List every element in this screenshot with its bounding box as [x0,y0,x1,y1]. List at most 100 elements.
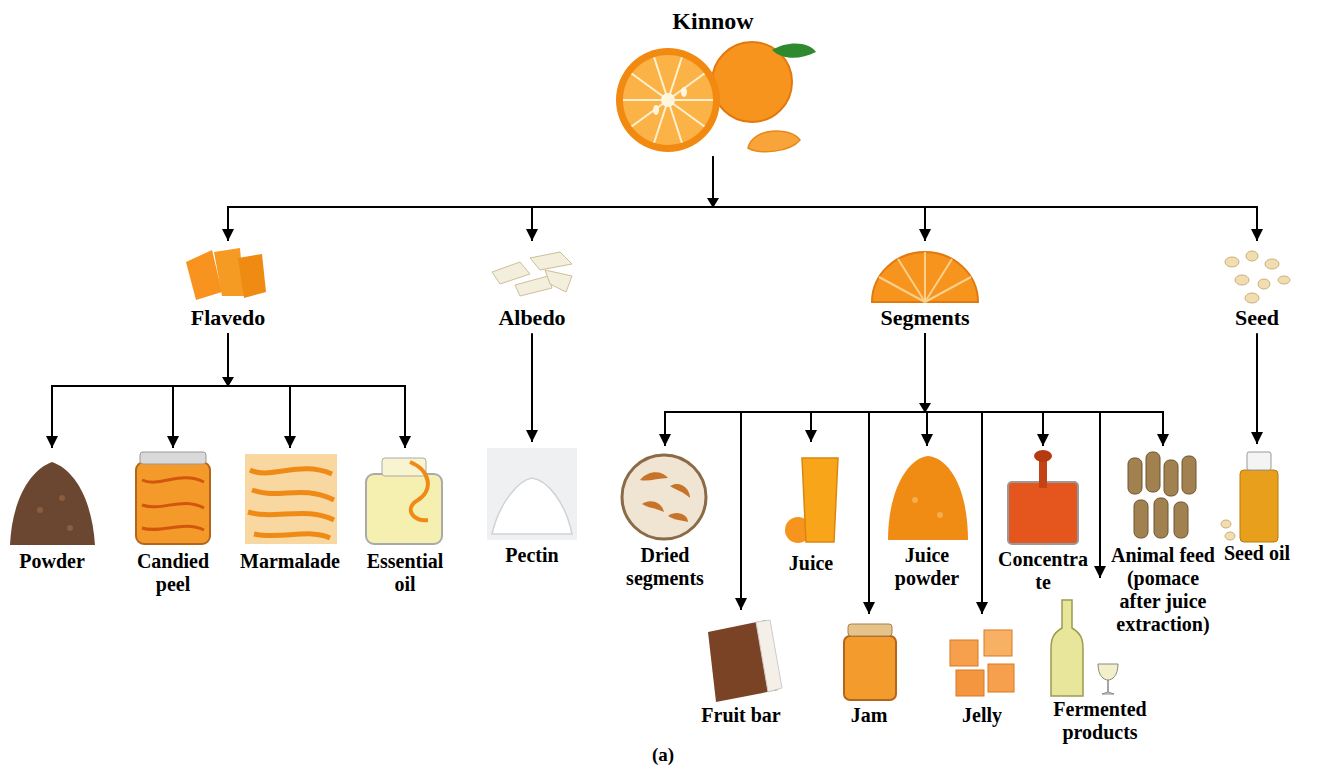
segments-illustration-part-part [924,252,926,302]
arrow-connector [713,157,925,241]
flavedo-illustration-part [238,254,266,298]
product-node: Dried segments [617,448,713,590]
albedo-illustration [492,252,572,296]
node-label: Jam [834,704,904,727]
arrow-connector [52,333,228,448]
seed-oil-illustration [1221,452,1278,542]
kinnow-illustration-part [623,57,713,143]
product-node: Juice powder [885,448,969,590]
trunk-arrowheads [222,198,931,413]
fruit-node: Kinnow [603,8,823,154]
juice-powder-illustration-part [888,456,968,540]
node-label: Dried segments [617,544,713,590]
powder-illustration-part [10,462,95,545]
node-label: Pectin [482,544,582,567]
candied-peel-illustration-part [140,452,206,464]
node-label: Jelly [947,704,1017,727]
product-node: Essential oil [357,450,453,596]
arrow-connector [228,333,290,448]
candied-peel-illustration [136,452,210,544]
product-node: Powder [7,450,97,573]
arrow-connector [532,157,713,241]
jelly-illustration-part [950,640,978,666]
node-label: Candied peel [132,550,214,596]
jelly-illustration-part [956,670,984,696]
animal-feed-illustration-part [1182,456,1196,494]
powder-illustration [10,462,95,545]
albedo-illustration-part [492,262,530,284]
kinnow-illustration-part [681,87,687,97]
essential-oil-illustration-part [410,462,428,520]
seed-illustration-part [1225,257,1239,267]
seed-oil-illustration-part [1247,452,1271,470]
connectors [52,157,1257,614]
flavedo-illustration [186,248,266,300]
fermented-products-illustration-part [1051,600,1083,696]
segments-illustration-part-part [898,259,925,302]
arrow-connector [925,333,1163,446]
seed-illustration [1225,251,1290,303]
animal-feed-illustration-part [1146,452,1160,492]
dried-segments-illustration-part [622,455,706,539]
concentrate-illustration-part [1039,458,1047,488]
arrow-connector [228,157,713,241]
seed-illustration-part [1246,251,1258,261]
essential-oil-illustration [366,458,442,544]
arrow-connector [925,333,1043,446]
seed-illustration-part [1245,293,1259,303]
concentrate-illustration-part [1034,450,1052,462]
product-node: Juice [781,444,841,575]
arrow-connector [228,333,405,448]
kinnow-illustration [616,42,816,152]
concentrate-illustration-part [1008,482,1078,544]
node-label: Marmalade [233,550,348,573]
node-label: Fruit bar [696,704,786,727]
seed-oil-illustration-part [1240,470,1278,542]
fruit-part-node: Flavedo [168,243,288,330]
kinnow-illustration-part [623,55,713,145]
fruit-part-node: Segments [860,243,990,330]
node-label: Animal feed (pomace after juice extracti… [1108,544,1218,636]
dried-segments-illustration-part-part [670,484,690,498]
node-label: Essential oil [357,550,453,596]
jam-illustration [844,624,896,700]
pectin-illustration-part [487,448,577,540]
seed-oil-illustration-part [1225,532,1235,540]
node-label: Flavedo [168,305,288,330]
product-node: Candied peel [132,450,214,596]
segments-illustration-part-part [925,277,971,302]
seed-illustration-part [1235,275,1249,285]
seed-illustration-part [1258,279,1270,289]
segments-illustration-part [872,252,978,302]
node-label: Segments [860,305,990,330]
seed-illustration-part [1278,276,1290,284]
arrow-connector [713,157,1257,241]
node-label: Juice powder [885,544,969,590]
animal-feed-illustration [1128,452,1196,538]
jelly-illustration-part [988,664,1014,692]
animal-feed-illustration-part [1164,460,1178,496]
fermented-products-illustration [1051,600,1118,696]
segments-illustration-part [879,252,971,302]
marmalade-illustration-part [248,469,334,538]
powder-illustration-part [37,507,43,513]
product-node: Fruit bar [696,612,786,727]
kinnow-illustration-part [748,131,800,152]
fruit-bar-illustration-part [756,620,782,692]
product-node: Jelly [947,616,1017,727]
kinnow-illustration-part [772,43,816,57]
arrow-connector [173,333,228,448]
fruit-part-node: Seed [1207,243,1307,330]
animal-feed-illustration-part [1134,500,1148,538]
animal-feed-illustration-part [1174,502,1188,538]
marmalade-illustration-part [245,454,337,544]
arrow-connector [1256,333,1258,444]
candied-peel-illustration-part [142,478,204,530]
product-node: Concentra te [993,448,1093,594]
product-node: Fermented products [1044,580,1156,744]
flavedo-illustration-part [214,248,244,296]
juice-powder-illustration-part [937,512,943,518]
kinnow-illustration-part [616,48,720,152]
